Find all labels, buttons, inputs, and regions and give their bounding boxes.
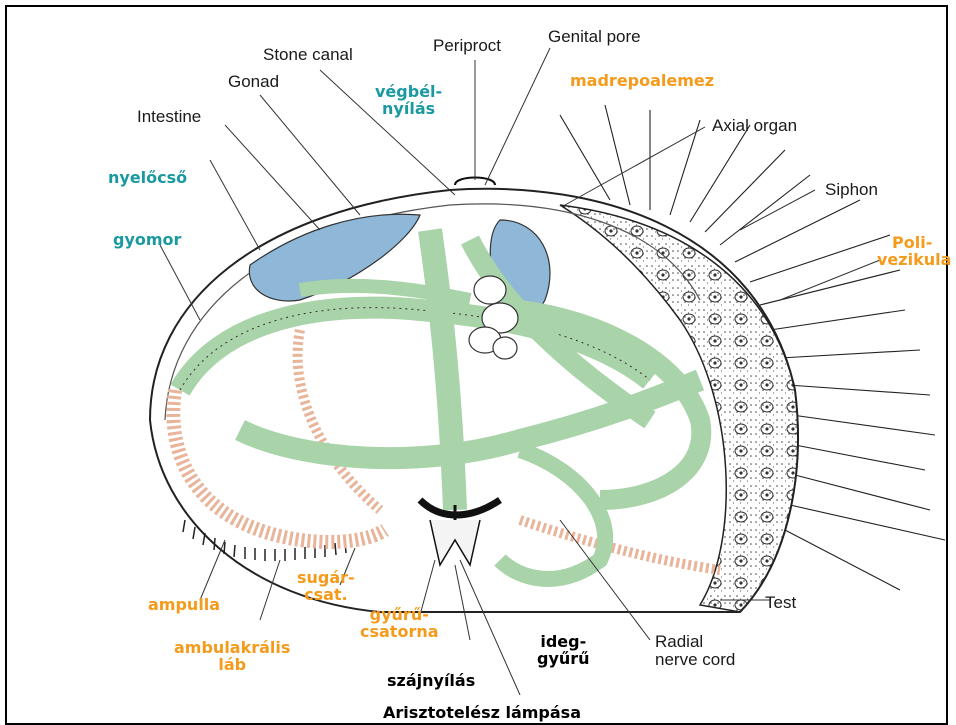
sugarcsat-line-2: csat. (297, 587, 355, 604)
radial-nerve-cord-line-1: Radial (655, 633, 735, 651)
vegbelnyilas-label: végbél- nyílás (375, 84, 442, 118)
ideggyuru-label: ideg- gyűrű (537, 634, 590, 668)
siphon-label: Siphon (825, 181, 878, 199)
szajnyilas-label: szájnyílás (387, 673, 475, 690)
gonad-label: Gonad (228, 73, 279, 91)
radial-nerve-cord-label: Radial nerve cord (655, 633, 735, 669)
ideggyuru-line-2: gyűrű (537, 651, 590, 668)
gyomor-label: gyomor (113, 232, 181, 249)
radial-nerve-cord-line-2: nerve cord (655, 651, 735, 669)
gyurucsatorna-label: gyűrű- csatorna (360, 607, 439, 641)
polivezikula-line-2: vezikula (877, 252, 951, 269)
periproct-label: Periproct (433, 37, 501, 55)
intestine-label: Intestine (137, 108, 201, 126)
polivezikula-label: Poli- vezikula (877, 235, 951, 269)
test-label: Test (765, 594, 796, 612)
ambulakralis-lab-label: ambulakrális láb (174, 640, 290, 674)
ampulla-label: ampulla (148, 597, 220, 614)
nyelocso-label: nyelőcső (108, 170, 187, 187)
genital-pore-label: Genital pore (548, 28, 641, 46)
stone-canal-label: Stone canal (263, 46, 353, 64)
madrepoalemez-label: madrepoalemez (570, 73, 714, 90)
vegbelnyilas-line-2: nyílás (375, 101, 442, 118)
gyurucsatorna-line-2: csatorna (360, 624, 439, 641)
ambulakralis-line-2: láb (174, 657, 290, 674)
arisztotelesz-lampasa-label: Arisztotelész lámpása (383, 705, 581, 722)
axial-organ-label: Axial organ (712, 117, 797, 135)
sugarcsat-label: sugár- csat. (297, 570, 355, 604)
